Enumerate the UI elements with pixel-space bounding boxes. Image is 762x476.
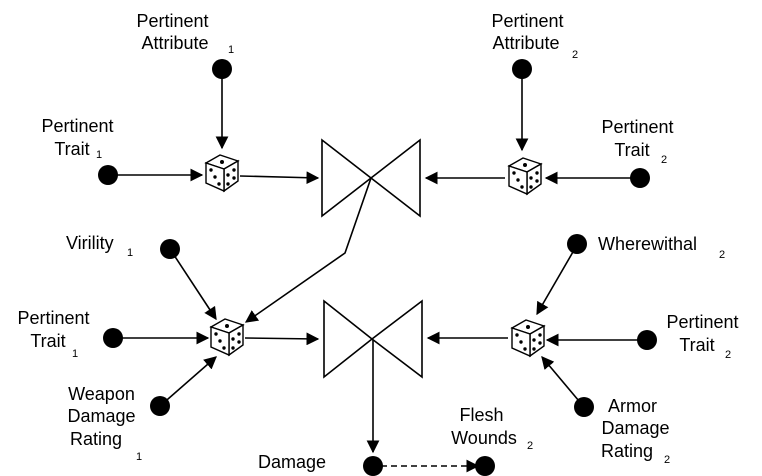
node-pertinent-trait-2-top bbox=[630, 168, 650, 188]
label-subscript: 2 bbox=[664, 454, 670, 466]
label-subscript: 1 bbox=[136, 451, 142, 463]
node-pertinent-trait-2-bottom bbox=[637, 330, 657, 350]
label-pertinent-trait-1-bottom: Pertinent Trait bbox=[17, 308, 94, 351]
label-subscript: 2 bbox=[527, 440, 533, 452]
label-subscript: 2 bbox=[725, 349, 731, 361]
node-weapon-damage-rating-1 bbox=[150, 396, 170, 416]
node-pertinent-attribute-2 bbox=[512, 59, 532, 79]
labels: Pertinent Attribute 1 Pertinent Attribut… bbox=[17, 11, 743, 472]
dice-icon bbox=[209, 318, 245, 357]
label-subscript: 1 bbox=[96, 149, 102, 161]
label-pertinent-attribute-1: Pertinent Attribute bbox=[136, 11, 213, 53]
edge-die1-to-bowtie1 bbox=[239, 171, 320, 185]
edge-die3-to-bowtie2 bbox=[244, 332, 320, 346]
node-flesh-wounds-2 bbox=[475, 456, 495, 476]
label-subscript: 1 bbox=[127, 247, 133, 259]
label-subscript: 2 bbox=[661, 154, 667, 166]
label-pertinent-trait-2-top: Pertinent Trait bbox=[601, 117, 678, 160]
label-pertinent-trait-1-top: Pertinent Trait bbox=[41, 116, 118, 159]
dice-icon bbox=[510, 319, 546, 358]
edge-virility1-to-die3 bbox=[169, 248, 217, 321]
label-weapon-damage-rating-1: Weapon Damage Rating bbox=[67, 384, 140, 449]
input-nodes bbox=[98, 59, 657, 476]
label-subscript: 1 bbox=[228, 44, 234, 56]
label-flesh-wounds-2: Flesh Wounds bbox=[451, 405, 517, 448]
edge-armor2-to-die4 bbox=[541, 356, 585, 408]
bowtie-right-half bbox=[370, 299, 423, 379]
node-pertinent-trait-1-top bbox=[98, 165, 118, 185]
label-pertinent-trait-2-bottom: Pertinent Trait bbox=[666, 312, 743, 355]
label-pertinent-attribute-2: Pertinent Attribute bbox=[491, 11, 568, 53]
node-pertinent-trait-1-bottom bbox=[103, 328, 123, 348]
edge-bowtie1-to-die3 bbox=[244, 177, 372, 323]
dice-icon bbox=[507, 157, 543, 196]
edge-weapon1-to-die3 bbox=[159, 356, 217, 407]
node-virility-1 bbox=[160, 239, 180, 259]
bowtie-right-half bbox=[369, 138, 421, 218]
label-subscript: 2 bbox=[572, 49, 578, 61]
node-damage bbox=[363, 456, 383, 476]
node-pertinent-attribute-1 bbox=[212, 59, 232, 79]
node-wherewithal-2 bbox=[567, 234, 587, 254]
bowtie-left-half bbox=[323, 299, 374, 379]
bowtie-left-half bbox=[321, 138, 373, 218]
label-damage: Damage bbox=[258, 452, 326, 472]
label-armor-damage-rating-2: Armor Damage Rating bbox=[601, 396, 675, 461]
label-subscript: 2 bbox=[719, 249, 725, 261]
edge-wherewithal2-to-die4 bbox=[536, 244, 578, 316]
label-virility-1: Virility bbox=[66, 233, 114, 253]
dice-icon bbox=[204, 154, 240, 193]
label-wherewithal-2: Wherewithal bbox=[598, 234, 697, 254]
label-subscript: 1 bbox=[72, 348, 78, 360]
node-armor-damage-rating-2 bbox=[574, 397, 594, 417]
edges bbox=[108, 69, 640, 473]
